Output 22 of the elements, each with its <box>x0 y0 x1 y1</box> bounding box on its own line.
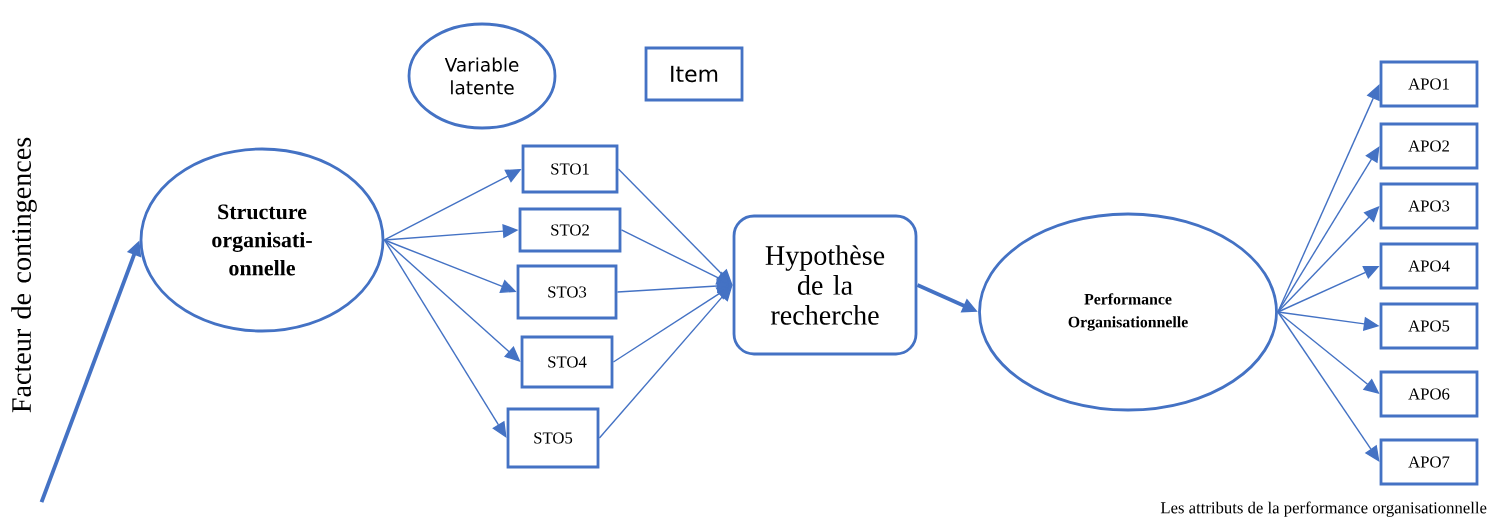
arrow <box>383 239 507 438</box>
legend-box: Item <box>644 46 744 102</box>
arrow <box>598 285 733 439</box>
item-box: APO6 <box>1379 370 1479 418</box>
rotated-label: Facteur de contingences <box>11 137 37 413</box>
item-box: APO7 <box>1379 438 1479 486</box>
arrow <box>383 239 521 362</box>
item-box: STO4 <box>520 335 614 389</box>
arrow <box>1277 206 1380 313</box>
item-box: APO2 <box>1379 122 1479 170</box>
item-box: APO4 <box>1379 242 1479 290</box>
item-box: STO2 <box>518 207 622 253</box>
item-box: STO5 <box>506 407 600 469</box>
rounded-box: Hypothèse de la recherche <box>732 214 918 356</box>
item-box: APO5 <box>1379 302 1479 350</box>
arrow <box>1277 84 1380 313</box>
item-box: APO1 <box>1379 60 1479 108</box>
caption: Les attributs de la performance organisationnelle <box>1160 501 1487 517</box>
item-box: STO1 <box>521 144 619 194</box>
item-box: APO3 <box>1379 182 1479 230</box>
arrow <box>1277 311 1380 462</box>
item-box: STO3 <box>516 264 618 320</box>
